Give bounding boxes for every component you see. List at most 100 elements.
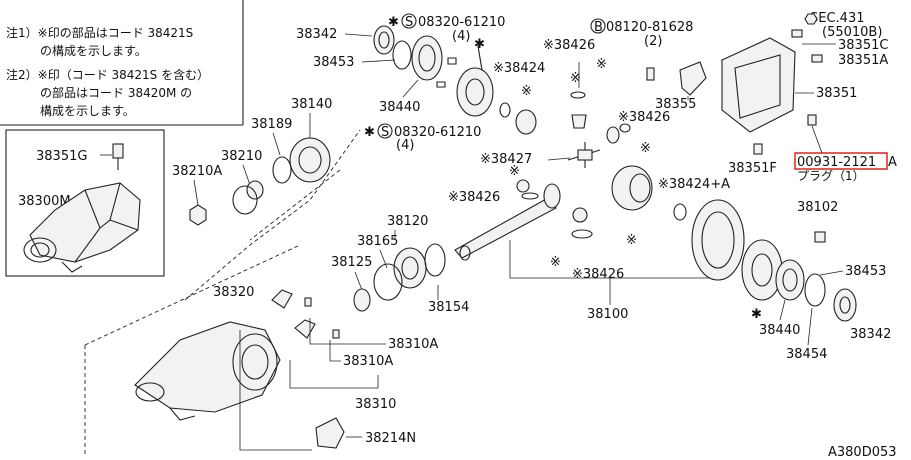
gear-38426-d-icon [572, 207, 588, 223]
star-marker-j: ※ [550, 255, 561, 270]
nut-sec431-icon [804, 13, 818, 25]
label-plug-name: プラグ（1） [797, 169, 865, 183]
label-38426-a: ※38426 [543, 38, 595, 53]
label-plug-code[interactable]: 00931-2121 [797, 155, 876, 170]
b-mark-letter: B [594, 20, 603, 35]
cap-38320-icon [271, 289, 293, 309]
companion-flange-icon [456, 67, 494, 117]
label-38426-d: ※38426 [572, 267, 624, 282]
star-marker-f: ※ [570, 71, 581, 86]
seal-38342-icon [373, 25, 395, 55]
label-08120-qty: (2) [644, 34, 662, 49]
washer-38453-icon [392, 40, 412, 70]
shim-38189-icon [272, 156, 292, 184]
notes-box: 注1）※印の部品はコード 38421S の構成を示します。 注2）※印（コード … [0, 0, 244, 126]
bolt-08120-icon [646, 67, 655, 81]
label-plug-suffix: A [888, 155, 897, 170]
label-38214N: 38214N [365, 431, 416, 446]
spacer-38125-icon [353, 288, 371, 312]
pinion-gear-38426-icon [571, 114, 587, 129]
b-mark-icon [590, 18, 606, 34]
label-38426-b: ※38426 [618, 110, 670, 125]
nut-38210A-icon [189, 204, 207, 226]
assembly-inset: 38351G 38300M [5, 129, 165, 277]
label-38440-right: 38440 [759, 323, 800, 338]
bolt-38351A-icon [811, 54, 823, 63]
label-38100: 38100 [587, 307, 628, 322]
label-38189: 38189 [251, 117, 292, 132]
bearing-38120-icon [393, 247, 427, 289]
front-bearing-group: 38120 38165 38125 38154 [331, 214, 469, 315]
gear-38426-b-icon [606, 126, 620, 144]
star-marker-e: ※ [596, 57, 607, 72]
label-sec431-sub: (55010B) [822, 25, 882, 40]
label-38453-top: 38453 [313, 55, 354, 70]
seal-38214N-icon [315, 417, 345, 449]
bearing-38440-right-icon [775, 259, 805, 301]
gear-38426-c-icon [516, 179, 530, 193]
label-08320-a: 08320-61210 [418, 15, 505, 30]
bolt-08320-b-icon [436, 81, 446, 88]
bolt-38310A-a-icon [304, 297, 312, 307]
label-38342-top: 38342 [296, 27, 337, 42]
s-mark-icon-a [401, 13, 417, 29]
washer-38424A-icon [673, 203, 687, 221]
star-marker-d: ✱ [364, 125, 375, 140]
pinion-bearing-group: 38342 38453 38440 ✱ S 08320-61210 (4) [296, 13, 505, 115]
label-38102: 38102 [797, 200, 838, 215]
label-38351A: 38351A [838, 53, 888, 68]
washer-38453-right-icon [804, 273, 826, 307]
collar-38210-icon [246, 180, 264, 200]
bearing-38440-icon [411, 35, 443, 81]
note-2-line-3: 構成を示します。 [40, 104, 135, 118]
bolt-38310A-b-icon [332, 329, 340, 339]
label-38300M: 38300M [18, 194, 71, 209]
diff-case-icon [741, 239, 783, 301]
label-sec431: SEC.431 [810, 11, 865, 26]
rear-cover-38351-icon [721, 37, 796, 133]
label-38454: 38454 [786, 347, 827, 362]
s-mark-letter-b: S [381, 125, 389, 140]
ring-gear-icon [691, 199, 745, 281]
drive-pinion-shaft-icon [454, 197, 557, 259]
bracket-38355-icon [679, 61, 707, 96]
label-38125: 38125 [331, 255, 372, 270]
label-38355: 38355 [655, 97, 696, 112]
star-marker-h: ※ [509, 164, 520, 179]
side-gear-38424A-icon [611, 165, 653, 211]
star-marker-k: ✱ [751, 307, 762, 322]
label-38426-c: ※38426 [448, 190, 500, 205]
stud-38351C-icon [791, 29, 803, 38]
label-08120: 08120-81628 [606, 20, 693, 35]
star-marker-c: ※ [521, 84, 532, 99]
star-marker-b: ✱ [474, 37, 485, 52]
bearing-38140-icon [289, 137, 331, 183]
label-38351: 38351 [816, 86, 857, 101]
label-38424A: ※38424+A [658, 177, 730, 192]
label-38210A: 38210A [172, 164, 222, 179]
s-mark-letter-a: S [405, 15, 413, 30]
carrier-housing-group: 38320 38310A 38310A 38310 38214N [134, 285, 438, 451]
bolt-08320-a-icon [447, 57, 457, 65]
plug-highlight-box [794, 152, 888, 170]
label-38440-top: 38440 [379, 100, 420, 115]
differential-assembly-icon [29, 182, 141, 263]
seal-38342-right-icon [833, 288, 857, 322]
washer-38426-a-icon [570, 91, 586, 99]
note-1-line-1: 注1）※印の部品はコード 38421S [6, 25, 193, 40]
dashed-frames [84, 129, 361, 455]
plug-38102-icon [814, 231, 826, 243]
label-38424: ※38424 [493, 61, 545, 76]
label-08320-a-qty: (4) [452, 29, 470, 44]
note-1-line-2: の構成を示します。 [40, 44, 147, 58]
label-38320: 38320 [213, 285, 254, 300]
label-38310A-a: 38310A [388, 337, 438, 352]
label-38310A-b: 38310A [343, 354, 393, 369]
label-38120: 38120 [387, 214, 428, 229]
label-08320-b-qty: (4) [396, 138, 414, 153]
rear-cover-group: B 08120-81628 (2) 38355 38351 SEC.431 (5… [590, 11, 897, 243]
label-08320-b: 08320-61210 [394, 125, 481, 140]
s-mark-icon-b [377, 123, 393, 139]
